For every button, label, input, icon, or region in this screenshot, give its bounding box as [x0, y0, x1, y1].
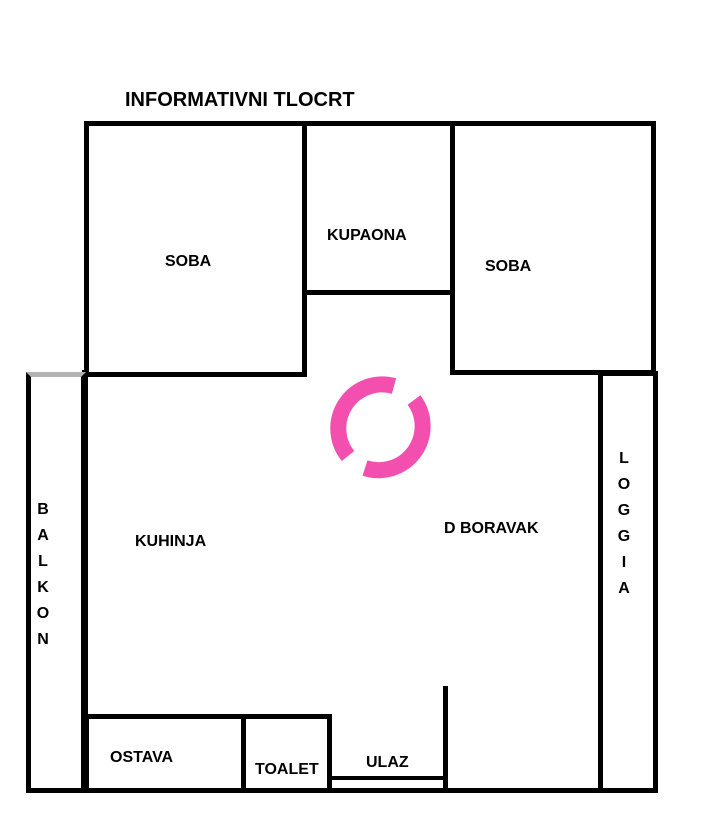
label-ostava: OSTAVA — [110, 749, 174, 766]
vertical-letter: A — [618, 580, 630, 597]
vertical-letter: O — [36, 605, 50, 622]
label-toalet: TOALET — [255, 761, 319, 778]
agency-logo-icon — [330, 376, 431, 479]
room-toalet — [241, 714, 332, 793]
wall-bottom — [26, 788, 658, 793]
vertical-letter: N — [37, 631, 49, 648]
label-ulaz: ULAZ — [366, 754, 409, 771]
wall-ulaz-side — [443, 686, 448, 792]
label-kupaona: KUPAONA — [327, 227, 407, 244]
label-soba-left: SOBA — [165, 253, 212, 270]
vertical-letter: L — [619, 450, 629, 467]
plan-title: INFORMATIVNI TLOCRT — [125, 89, 355, 111]
room-soba-right — [450, 121, 656, 375]
vertical-letter: I — [621, 554, 627, 571]
vertical-letter: G — [617, 502, 631, 519]
vertical-letter: G — [617, 528, 631, 545]
label-dnevni-boravak: D BORAVAK — [444, 520, 539, 537]
vertical-letter: L — [38, 553, 48, 570]
vertical-letter: B — [37, 501, 49, 518]
label-kuhinja: KUHINJA — [135, 533, 207, 550]
vertical-letter: O — [617, 476, 631, 493]
vertical-letter: A — [37, 527, 49, 544]
room-soba-left — [84, 121, 307, 377]
room-kupaona — [302, 121, 455, 295]
label-soba-right: SOBA — [485, 258, 532, 275]
vertical-letter: K — [37, 579, 49, 596]
wall-ulaz-threshold — [330, 776, 447, 780]
